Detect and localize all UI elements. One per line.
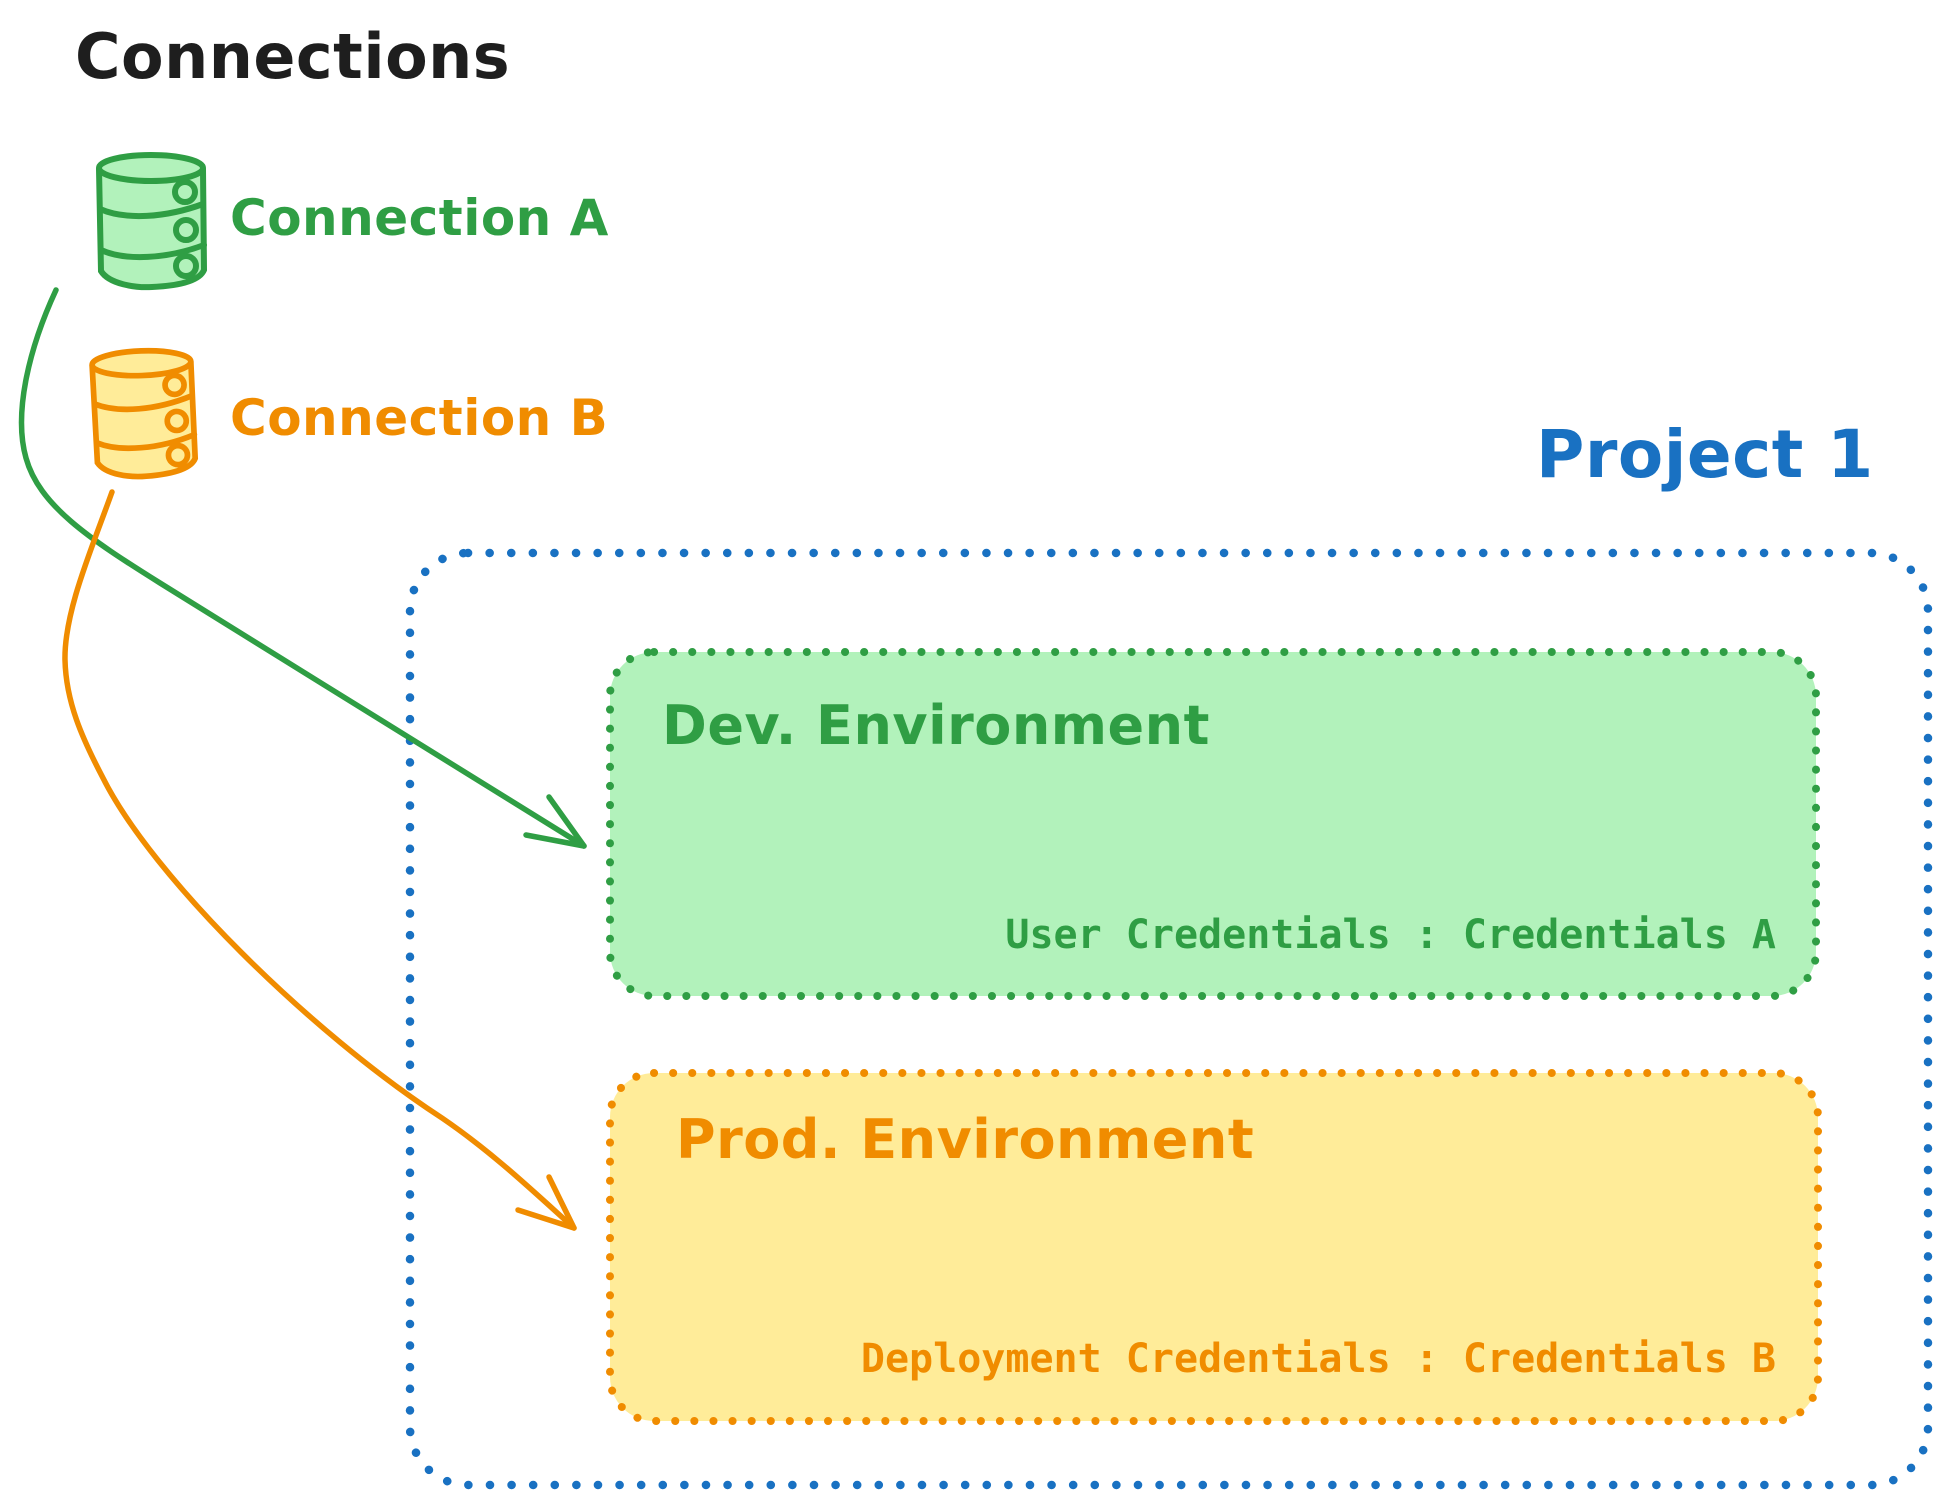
prod-environment-title: Prod. Environment bbox=[676, 1108, 1255, 1171]
diagram-title: Connections bbox=[75, 20, 511, 93]
dev-environment-credentials: User Credentials : Credentials A bbox=[1005, 912, 1776, 958]
database-icon bbox=[89, 347, 199, 480]
arrowhead bbox=[523, 794, 587, 849]
dev-environment-title: Dev. Environment bbox=[662, 694, 1210, 757]
connection-a-arrow bbox=[18, 287, 587, 849]
database-icon bbox=[96, 152, 208, 291]
connection-b-label: Connection B bbox=[230, 389, 609, 447]
project-label: Project 1 bbox=[1536, 416, 1874, 493]
connection-a-label: Connection A bbox=[230, 189, 609, 247]
project-box bbox=[405, 548, 1933, 1490]
prod-environment-credentials: Deployment Credentials : Credentials B bbox=[860, 1336, 1776, 1382]
arrowhead bbox=[515, 1174, 577, 1231]
connection-b-arrow bbox=[62, 489, 577, 1231]
prod-environment-box bbox=[606, 1069, 1822, 1425]
dev-environment-box bbox=[606, 648, 1820, 1000]
